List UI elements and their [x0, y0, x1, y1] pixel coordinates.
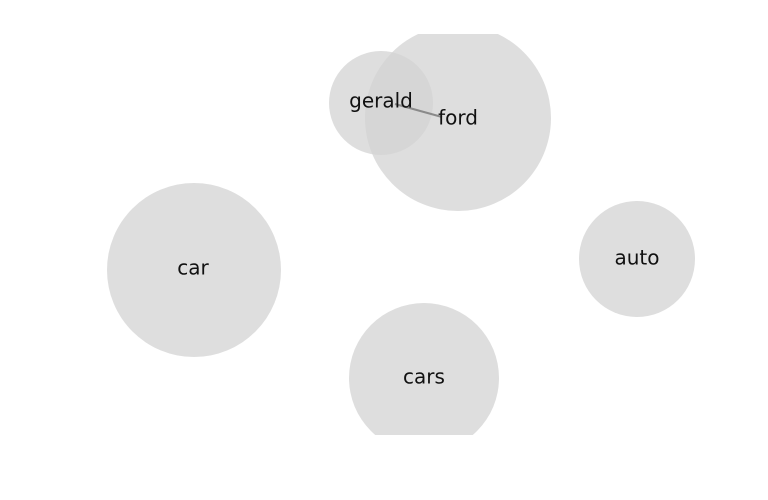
node-label-cars: cars: [403, 365, 445, 389]
edge-gerald-ford: [394, 103, 443, 118]
node-bubble-car: [107, 183, 281, 357]
node-label-auto: auto: [614, 246, 659, 270]
node-label-gerald: gerald: [349, 89, 413, 113]
node-bubble-gerald: [329, 51, 433, 155]
node-label-car: car: [177, 256, 209, 280]
node-bubble-cars: [349, 303, 499, 435]
node-bubble-auto: [579, 201, 695, 317]
node-label-ford: ford: [438, 106, 478, 130]
